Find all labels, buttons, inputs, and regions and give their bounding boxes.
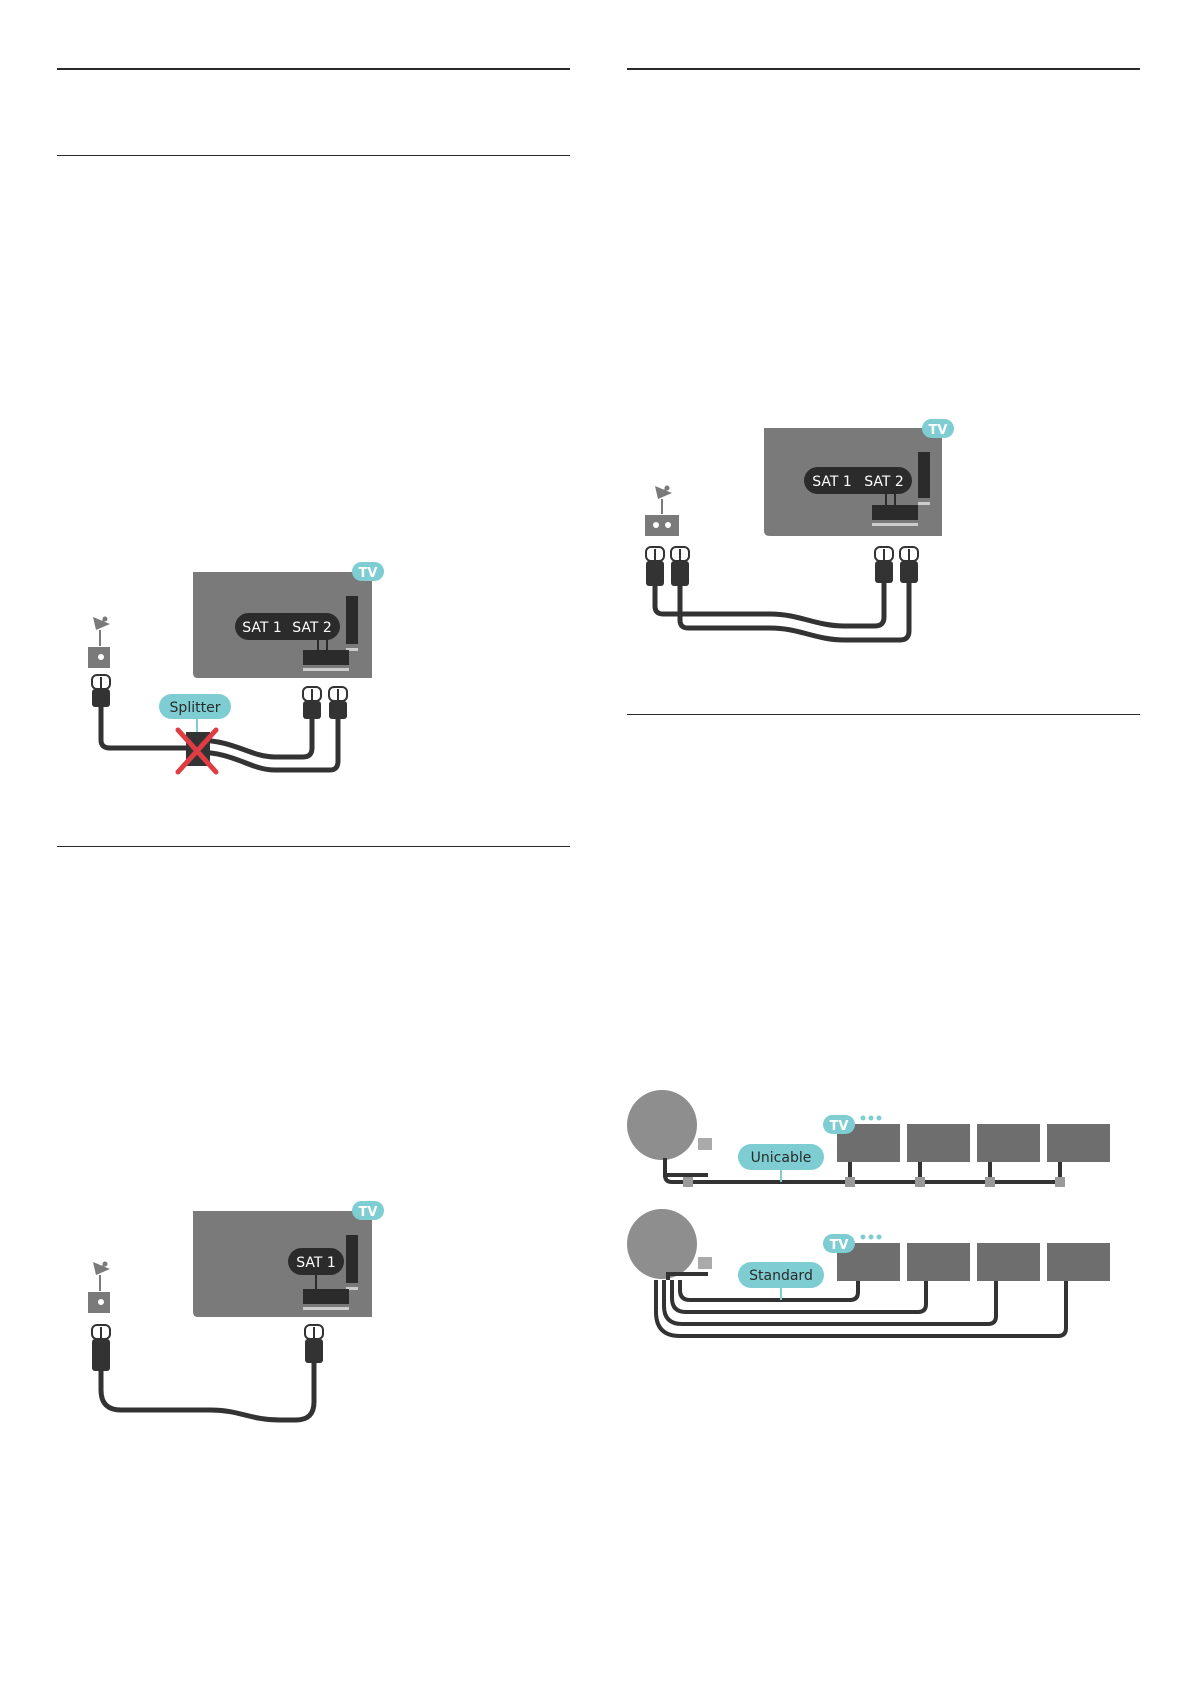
- sat-pill: [288, 1248, 344, 1275]
- standard-cable-4: [654, 1280, 1068, 1338]
- unicable-badge: [738, 1144, 824, 1170]
- wall-socket-icon: [88, 647, 110, 668]
- section-rule-right-2: [627, 714, 1140, 715]
- tv-badge-label: TV: [359, 566, 378, 581]
- coax-plug-icon: [645, 546, 665, 586]
- coax-plug-icon: [91, 674, 111, 707]
- tv-port-block: [303, 1289, 349, 1304]
- sat-pill: [804, 467, 912, 494]
- satellite-dish-icon: [93, 1261, 110, 1291]
- dish-circle: [627, 1209, 697, 1279]
- tv-side-slot: [346, 1235, 358, 1283]
- cable-antenna: [98, 706, 196, 751]
- standard-badge: [738, 1262, 824, 1288]
- cable-sat1: [195, 716, 315, 760]
- receiver-box: [1047, 1243, 1110, 1281]
- coax-plug-icon: [328, 686, 348, 719]
- wall-socket-icon: [645, 515, 679, 536]
- wall-socket-icon: [88, 1292, 110, 1313]
- cross-icon: [175, 727, 219, 775]
- figure-splitter: SAT 1 SAT 2 TV Splitter: [88, 562, 384, 775]
- tv-badge: [352, 1201, 384, 1220]
- cable-sat1: [98, 1362, 317, 1423]
- receiver-box: [907, 1243, 970, 1281]
- standard-cable-1: [678, 1280, 860, 1302]
- tv-port-block: [303, 650, 349, 665]
- coax-plug-icon: [899, 546, 919, 583]
- receiver-box: [977, 1124, 1040, 1162]
- coax-plug-icon: [304, 1324, 324, 1363]
- sat1-label: SAT 1: [296, 1255, 336, 1271]
- dish-arm: [666, 1272, 708, 1280]
- tv-badge-label: TV: [830, 1238, 849, 1253]
- tv-side-slot: [346, 596, 358, 644]
- coax-plug-icon: [874, 546, 894, 583]
- tv-port-block: [872, 505, 918, 520]
- section-rule-left-3: [57, 846, 570, 847]
- tv-badge: [352, 562, 384, 581]
- cable-sat2: [677, 582, 912, 643]
- section-rule-left-2: [57, 155, 570, 156]
- satellite-dish-icon: [93, 616, 110, 646]
- unicable-bus: [663, 1165, 1062, 1184]
- coax-plug-icon: [302, 686, 322, 719]
- receiver-box: [907, 1124, 970, 1162]
- figure-unicable-standard: TV Unicable TV Standard: [627, 1090, 1110, 1338]
- section-rule-left-top: [57, 68, 570, 70]
- tv-badge-label: TV: [830, 1119, 849, 1134]
- tv-badge: [823, 1234, 855, 1253]
- splitter-label: Splitter: [170, 700, 221, 716]
- dish-circle: [627, 1090, 697, 1160]
- sat-pill: [235, 613, 340, 640]
- cable-sat1: [652, 582, 887, 629]
- coax-plug-icon: [91, 1324, 111, 1371]
- sat1-label: SAT 1: [812, 474, 852, 490]
- sat2-label: SAT 2: [292, 620, 332, 636]
- tv-badge: [922, 419, 954, 438]
- standard-cable-2: [670, 1280, 928, 1314]
- tv-badge-label: TV: [929, 423, 948, 438]
- section-rule-right-top: [627, 68, 1140, 70]
- sat2-label: SAT 2: [864, 474, 904, 490]
- standard-cable-3: [662, 1280, 998, 1326]
- standard-label: Standard: [749, 1268, 813, 1284]
- receiver-box: [1047, 1124, 1110, 1162]
- unicable-label: Unicable: [751, 1150, 812, 1166]
- splitter-badge: [159, 694, 231, 719]
- tv-side-slot: [918, 452, 930, 498]
- cable-sat2: [195, 716, 341, 773]
- tv-badge-label: TV: [359, 1205, 378, 1220]
- sat1-label: SAT 1: [242, 620, 282, 636]
- coax-plug-icon: [670, 546, 690, 586]
- tv-badge: [823, 1115, 855, 1134]
- satellite-dish-icon: [655, 485, 672, 514]
- figure-dual-tuner: SAT 1 SAT 2 TV: [645, 419, 954, 643]
- dish-arm: [663, 1158, 708, 1177]
- receiver-box: [977, 1243, 1040, 1281]
- figure-single-tuner: SAT 1 TV: [88, 1201, 384, 1423]
